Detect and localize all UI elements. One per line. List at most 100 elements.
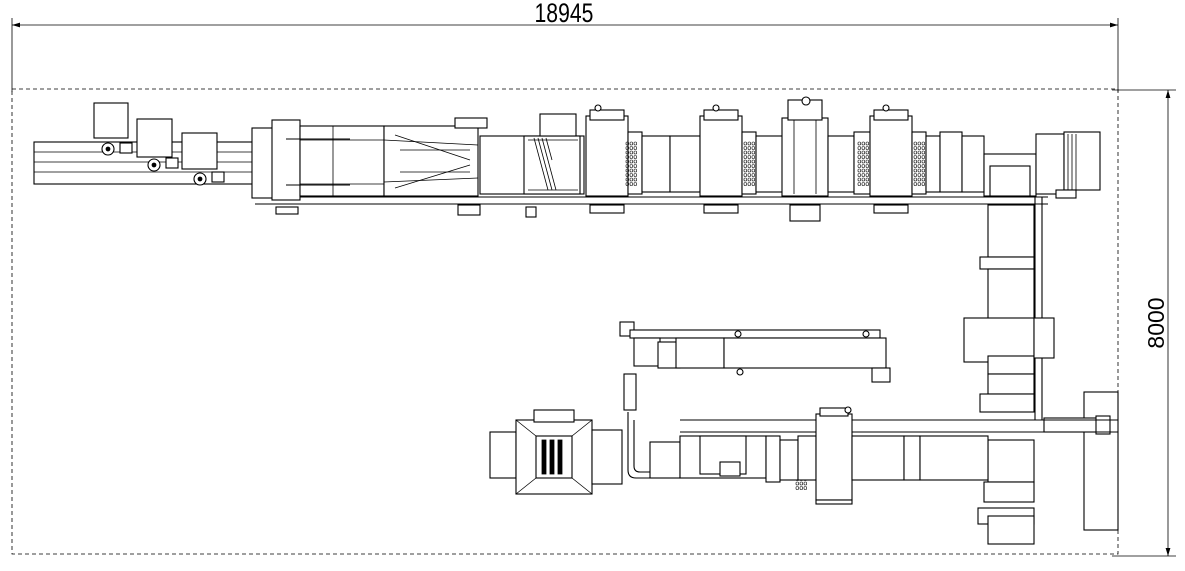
vent-slot	[917, 141, 921, 146]
vent-slot	[865, 159, 869, 164]
vent-slot	[629, 182, 633, 186]
vent-slot	[751, 146, 755, 150]
vent-slot	[865, 168, 869, 173]
vent-slot	[861, 141, 865, 146]
vent-slot	[857, 141, 861, 146]
vent-slot	[743, 168, 747, 173]
vent-slot	[917, 146, 921, 150]
vent-slot	[747, 177, 751, 182]
vent-slot	[913, 168, 917, 173]
vent-slot	[625, 182, 629, 186]
vent-slot	[625, 141, 629, 146]
vent-slot	[857, 168, 861, 173]
vent-slot	[865, 141, 869, 146]
vent-slot	[629, 173, 633, 177]
dimension-width: 18945	[11, 0, 1119, 92]
floor-boundary	[11, 88, 1119, 555]
vent-slot	[917, 177, 921, 182]
vent-slot	[743, 182, 747, 186]
vent-slot	[913, 164, 917, 168]
vent-slot	[861, 155, 865, 159]
vent-slot	[625, 159, 629, 164]
vent-slot	[747, 146, 751, 150]
vent-slot	[633, 146, 637, 150]
vent-slot	[857, 146, 861, 150]
vent-slot	[751, 182, 755, 186]
vent-slot	[921, 182, 925, 186]
middle-conveyor	[619, 321, 891, 411]
center-tower	[781, 96, 855, 222]
vent-slot	[865, 150, 869, 155]
vent-slot	[629, 155, 633, 159]
vent-slot	[913, 150, 917, 155]
vent-slot	[913, 159, 917, 164]
vent-slot	[861, 177, 865, 182]
vent-slot	[629, 177, 633, 182]
vent-slot	[921, 177, 925, 182]
vent-slot	[917, 150, 921, 155]
vent-slot	[861, 168, 865, 173]
vent-slot	[921, 168, 925, 173]
vent-slot	[751, 159, 755, 164]
vent-slot	[795, 481, 799, 486]
vent-slot	[751, 141, 755, 146]
vent-slot	[865, 173, 869, 177]
vent-slot	[633, 168, 637, 173]
vent-slot	[743, 150, 747, 155]
height-dimension-label: 8000	[1143, 297, 1169, 348]
oven-module-1	[585, 104, 671, 214]
vent-slot	[625, 177, 629, 182]
vent-slot	[857, 173, 861, 177]
vent-slot	[913, 146, 917, 150]
dimension-height: 8000	[1112, 89, 1176, 557]
vent-slot	[795, 486, 799, 490]
vent-slot	[865, 177, 869, 182]
vent-slot	[917, 173, 921, 177]
vent-slot	[743, 155, 747, 159]
vent-slot	[921, 164, 925, 168]
vent-slot	[633, 177, 637, 182]
vent-slot	[629, 141, 633, 146]
vent-slot	[751, 173, 755, 177]
vent-slot	[861, 173, 865, 177]
vent-slot	[861, 164, 865, 168]
vent-slot	[865, 182, 869, 186]
vent-slot	[857, 177, 861, 182]
vent-slot	[633, 150, 637, 155]
vent-slot	[751, 177, 755, 182]
vent-slot	[743, 146, 747, 150]
vent-slot	[625, 168, 629, 173]
vent-slot	[751, 155, 755, 159]
vent-slot	[917, 155, 921, 159]
vent-slot	[747, 159, 751, 164]
vent-slot	[803, 486, 807, 490]
vent-slot	[625, 173, 629, 177]
vent-slot	[857, 164, 861, 168]
vent-slot	[633, 173, 637, 177]
vent-slot	[921, 150, 925, 155]
vent-slot	[633, 141, 637, 146]
vent-slot	[917, 168, 921, 173]
vent-slot	[633, 159, 637, 164]
vent-slot	[629, 168, 633, 173]
vent-slot	[917, 159, 921, 164]
vent-slot	[921, 155, 925, 159]
vent-slot	[629, 159, 633, 164]
vent-slot	[743, 177, 747, 182]
vent-slot	[865, 164, 869, 168]
vent-slot	[747, 164, 751, 168]
vent-slot	[629, 150, 633, 155]
vent-slot	[913, 141, 917, 146]
bottom-line	[489, 406, 1118, 505]
vent-slot	[921, 173, 925, 177]
vent-slot	[921, 159, 925, 164]
vent-slot	[861, 159, 865, 164]
vent-slot	[913, 155, 917, 159]
vent-slot	[747, 168, 751, 173]
vent-slot	[913, 182, 917, 186]
vent-slot	[921, 146, 925, 150]
vent-slot	[751, 150, 755, 155]
vent-slot	[743, 141, 747, 146]
vent-slot	[857, 155, 861, 159]
